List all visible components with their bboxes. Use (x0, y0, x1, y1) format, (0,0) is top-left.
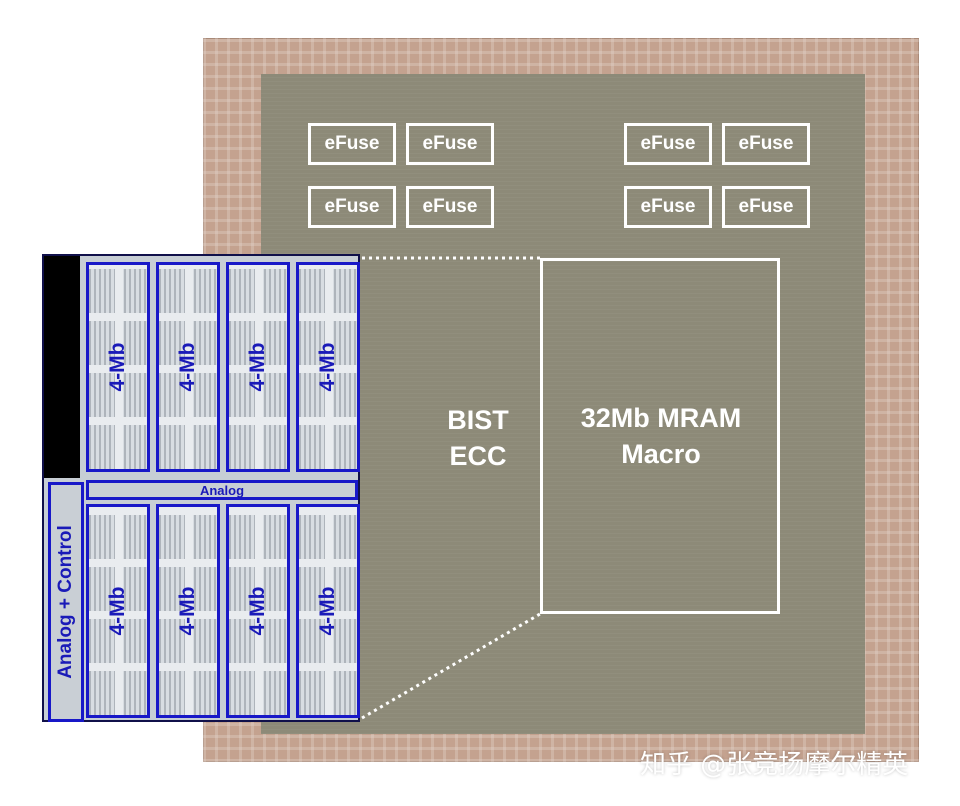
bank-label: 4-Mb (316, 342, 339, 392)
bank-label: 4-Mb (246, 586, 269, 636)
inset-dark-edge (44, 256, 80, 478)
analog-strip: Analog (86, 480, 358, 500)
memory-bank: 4-Mb (296, 262, 360, 472)
efuse-block: eFuse (308, 123, 396, 165)
mram-title: 32Mb MRAM (580, 403, 742, 433)
mram-macro-label: 32Mb MRAM Macro (548, 400, 774, 472)
mram-subtitle: Macro (621, 439, 701, 469)
memory-bank: 4-Mb (86, 504, 150, 718)
bist-text: BIST (447, 405, 509, 435)
efuse-block: eFuse (624, 123, 712, 165)
efuse-block: eFuse (722, 186, 810, 228)
efuse-block: eFuse (624, 186, 712, 228)
analog-control-label: Analog + Control (55, 525, 76, 679)
analog-control-block: Analog + Control (48, 482, 84, 722)
bank-label: 4-Mb (176, 342, 199, 392)
bank-label: 4-Mb (316, 586, 339, 636)
efuse-block: eFuse (308, 186, 396, 228)
memory-bank: 4-Mb (156, 262, 220, 472)
chip-core (261, 74, 865, 734)
memory-bank: 4-Mb (156, 504, 220, 718)
chip-die (203, 38, 919, 762)
bist-ecc-label: BIST ECC (430, 402, 526, 474)
watermark-text: 知乎 @张竞扬摩尔精英 (640, 750, 909, 780)
mram-zoom-inset: 4-Mb 4-Mb 4-Mb 4-Mb Analog Analog + Cont… (42, 254, 360, 722)
ecc-text: ECC (449, 441, 507, 471)
bank-label: 4-Mb (176, 586, 199, 636)
efuse-block: eFuse (722, 123, 810, 165)
zoom-line-bottom (361, 612, 541, 720)
memory-bank: 4-Mb (86, 262, 150, 472)
memory-bank: 4-Mb (226, 504, 290, 718)
mram-macro-box (540, 258, 780, 614)
memory-bank: 4-Mb (226, 262, 290, 472)
efuse-block: eFuse (406, 123, 494, 165)
efuse-block: eFuse (406, 186, 494, 228)
bank-label: 4-Mb (246, 342, 269, 392)
bank-label: 4-Mb (106, 342, 129, 392)
bank-label: 4-Mb (106, 586, 129, 636)
memory-bank: 4-Mb (296, 504, 360, 718)
